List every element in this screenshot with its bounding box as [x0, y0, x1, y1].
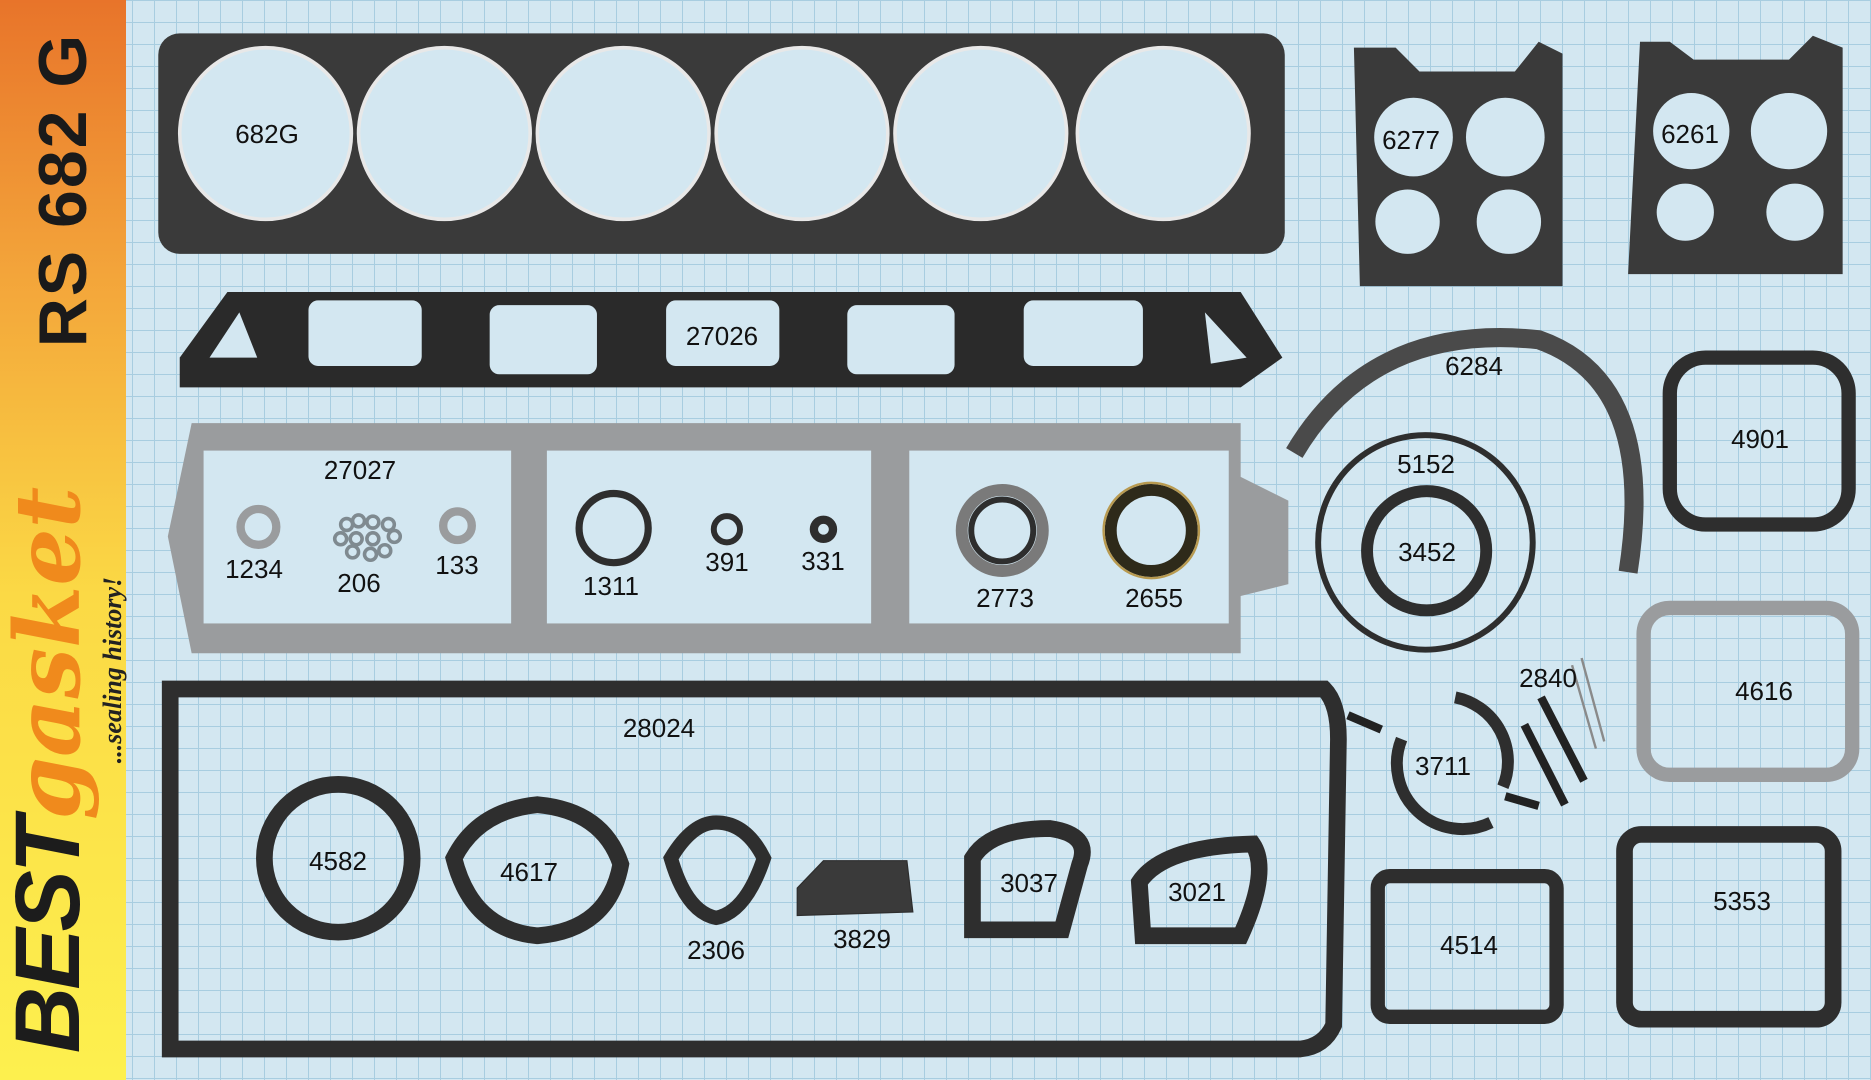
- part-label: 3452: [1398, 537, 1456, 567]
- part-label: 27026: [685, 321, 759, 351]
- part-label: 27027: [323, 455, 397, 485]
- part-label: 2773: [976, 583, 1034, 613]
- carb-gasket-6277: [1353, 41, 1563, 287]
- part-label: 3037: [1000, 868, 1058, 898]
- part-label: 206: [337, 568, 381, 598]
- part-label: 1311: [583, 571, 639, 601]
- part-label: 3021: [1168, 877, 1226, 907]
- manifold-gasket: [179, 292, 1283, 388]
- part-label: 4617: [500, 857, 558, 887]
- part-label: 5152: [1397, 449, 1455, 479]
- part-label: 6284: [1445, 351, 1503, 381]
- part-label: 4901: [1731, 424, 1789, 454]
- part-label: 5353: [1713, 886, 1771, 916]
- part-label: 682G: [235, 119, 299, 149]
- part-label: 1234: [225, 554, 283, 584]
- part-label: 6261: [1661, 119, 1719, 149]
- part-label: 2840: [1519, 663, 1577, 693]
- part-label: 4514: [1440, 930, 1498, 960]
- part-label: 3829: [833, 924, 891, 954]
- part-label: 331: [801, 546, 845, 576]
- head-gasket: [158, 33, 1285, 254]
- valve-cover-gasket: [167, 423, 1289, 654]
- part-label: 4616: [1735, 676, 1793, 706]
- part-label: 391: [705, 547, 749, 577]
- part-label: 3711: [1415, 751, 1471, 781]
- part-label: 133: [435, 550, 479, 580]
- carb-gasket-6261: [1628, 35, 1843, 275]
- part-label: 4582: [309, 846, 367, 876]
- brand-banner: RS 682 G BESTgasket ...sealing history!: [0, 0, 127, 1080]
- part-label: 28024: [622, 713, 696, 743]
- part-label: 2655: [1125, 583, 1183, 613]
- part-label: 2306: [687, 935, 745, 965]
- part-label: 6277: [1382, 125, 1440, 155]
